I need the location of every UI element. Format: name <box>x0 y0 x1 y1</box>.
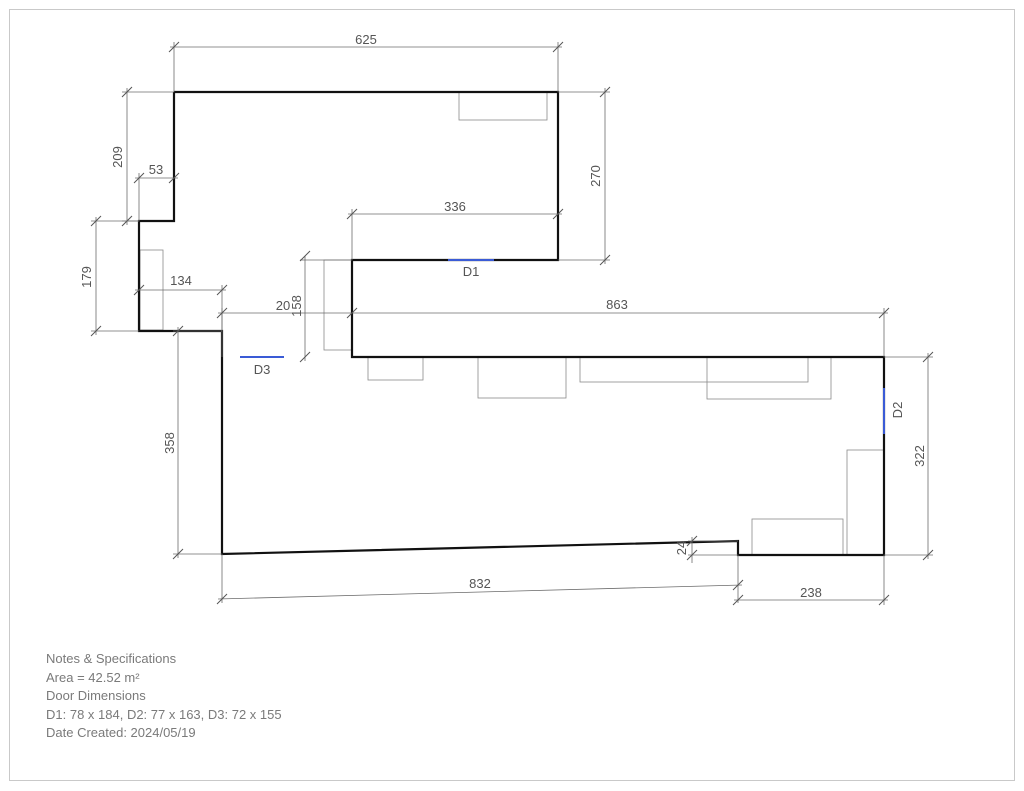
dim-label-left-upper-height: 209 <box>110 146 125 168</box>
fixture-right <box>846 449 885 556</box>
dim-label-main-width: 863 <box>606 297 628 312</box>
door-label-d1: D1 <box>463 264 480 279</box>
fixture-wall-2 <box>477 356 567 399</box>
notes-door-heading: Door Dimensions <box>46 688 146 703</box>
notes-area: Area = 42.52 m² <box>46 669 140 685</box>
dim-label-top-width: 625 <box>355 32 377 47</box>
dim-label-main-right-height: 322 <box>912 445 927 467</box>
fixture-wall-3 <box>579 356 809 383</box>
dim-label-left-mid-height: 179 <box>79 266 94 288</box>
notes-title: Notes & Specifications <box>46 651 177 666</box>
fixture-wall-1 <box>367 356 424 381</box>
dim-label-left-mid-width: 134 <box>170 273 192 288</box>
fixture-top-right <box>458 91 548 121</box>
dim-label-small-height: 158 <box>289 295 304 317</box>
dim-label-small-width: 20 <box>276 298 290 313</box>
fixture-wall-4 <box>706 356 832 400</box>
notes-door-list: D1: 78 x 184, D2: 77 x 163, D3: 72 x 155 <box>46 706 282 722</box>
fixtures <box>139 91 885 556</box>
dim-label-notch-width: 53 <box>149 162 163 177</box>
dim-label-bottom-width: 832 <box>469 576 491 591</box>
dimension-lines <box>90 41 934 606</box>
notes-date: Date Created: 2024/05/19 <box>46 725 196 740</box>
dim-label-main-left-height: 358 <box>162 432 177 454</box>
dim-label-right-upper-height: 270 <box>588 165 603 187</box>
door-label-d3: D3 <box>254 362 271 377</box>
fixture-step <box>323 259 353 351</box>
dim-label-step-width: 336 <box>444 199 466 214</box>
notes-block: Notes & Specifications Area = 42.52 m² D… <box>46 650 282 743</box>
room-outline <box>137 90 886 557</box>
drawing-sheet <box>9 9 1015 781</box>
dim-label-bottom-right-width: 238 <box>800 585 822 600</box>
door-label-d2: D2 <box>890 402 905 419</box>
dim-label-bottom-offset: 24 <box>674 541 689 555</box>
fixture-bottom-right <box>751 518 844 556</box>
